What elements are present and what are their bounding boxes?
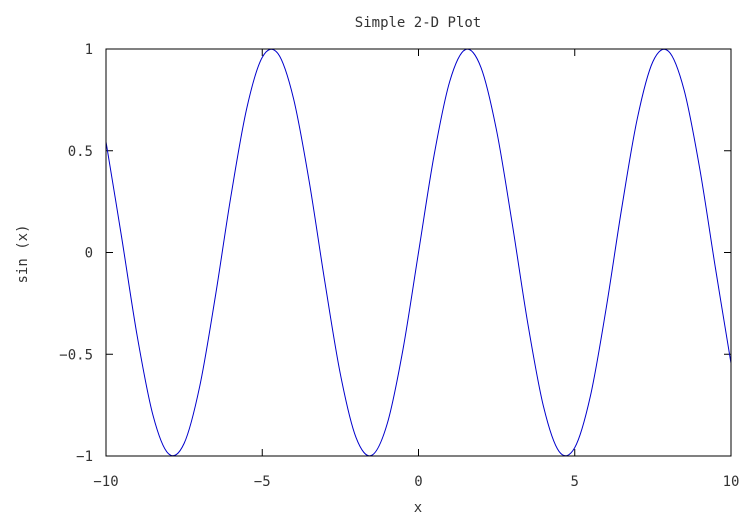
plot-frame: [105, 48, 732, 457]
chart-title: Simple 2-D Plot: [355, 15, 481, 31]
tick-labels: −10 −5 0 5 10 −1 −0.5 0 0.5 1: [59, 42, 739, 490]
series-layer: [105, 48, 732, 457]
y-tick-label: −1: [76, 449, 93, 465]
x-tick-label: 10: [723, 474, 740, 490]
x-tick-label: 0: [414, 474, 422, 490]
y-axis-label: sin (x): [15, 224, 31, 283]
y-tick-label: 1: [85, 42, 93, 58]
y-tick-label: −0.5: [59, 347, 93, 363]
x-tick-label: −10: [93, 474, 118, 490]
x-axis-label: x: [414, 500, 422, 516]
y-tick-label: 0: [85, 246, 93, 262]
series-line-0: [105, 48, 732, 457]
x-tick-label: 5: [571, 474, 579, 490]
y-tick-label: 0.5: [68, 144, 93, 160]
x-tick-label: −5: [254, 474, 271, 490]
